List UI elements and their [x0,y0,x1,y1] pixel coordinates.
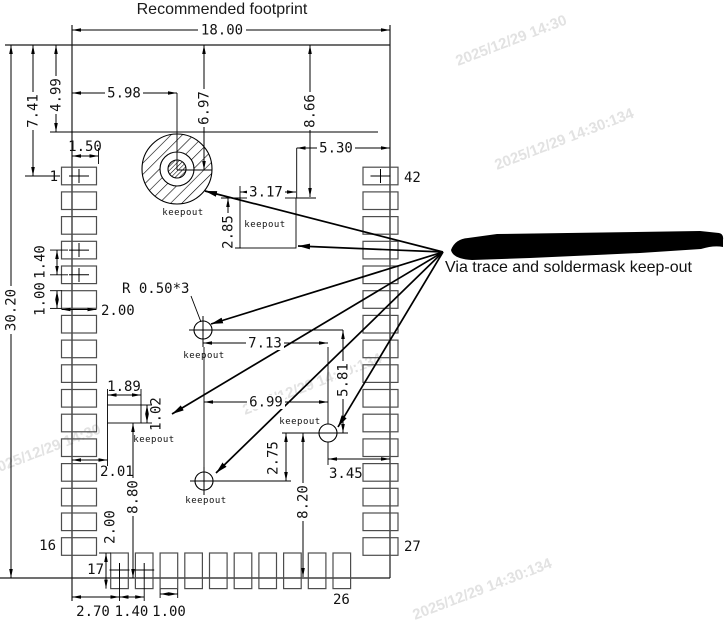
dim-866: 8.66 [303,94,319,128]
dim-140-bottom: 1.40 [115,604,149,620]
watermark-stamp: 2025/12/29 14:30 [0,421,103,479]
dim-overall-width: 18.00 [201,23,243,39]
dim-189: 1.89 [107,379,141,395]
dim-201: 2.01 [100,464,134,480]
radius-note: R 0.50*3 [122,281,189,297]
dim-713: 7.13 [248,336,282,352]
leader-arrows [171,190,444,474]
keepout-rect-1: keepout [239,197,297,249]
pads-bottom [110,552,352,590]
dim-100-bottom: 1.00 [152,604,186,620]
pad-number-16: 16 [39,538,56,554]
dim-100-left: 1.00 [33,282,49,316]
keepout-label: keepout [133,435,174,445]
dim-270: 2.70 [76,604,110,620]
keepout-label: keepout [279,417,320,427]
dim-499: 4.99 [49,78,65,112]
dim-530: 5.30 [319,141,353,157]
watermark-stamp: 2025/12/29 14:30 [453,12,569,70]
dim-581: 5.81 [336,363,352,397]
pad-number-26: 26 [333,592,350,608]
pad-numbers: 1 42 16 17 26 27 [39,169,421,608]
keepout-annotation: Via trace and soldermask keep-out [445,259,693,276]
dim-200-bottom: 2.00 [103,510,119,544]
keepout-label: keepout [162,208,203,218]
dim-345: 3.45 [329,466,363,482]
dim-285: 2.85 [221,215,237,249]
pad-number-17: 17 [87,562,104,578]
dim-317: 3.17 [249,185,283,201]
dim-102: 1.02 [149,397,165,431]
dim-820: 8.20 [296,485,312,519]
pad-number-1: 1 [50,169,58,185]
keepout-rect-2: keepout [107,404,174,445]
pad-number-42: 42 [404,170,421,186]
watermark-stamp: 2025/12/29 14:30:134 [410,555,555,624]
dimension-labels: 18.00 30.20 7.41 4.99 5.98 6.97 8.66 1.5… [4,22,363,620]
watermark-stamp: 2025/12/29 14:30:134 [492,105,637,174]
redaction-scribble [451,231,724,260]
dim-697: 6.97 [197,91,213,125]
dim-200-left: 2.00 [101,303,135,319]
keepout-label: keepout [185,496,226,506]
pad-number-27: 27 [404,539,421,555]
dim-598: 5.98 [107,86,141,102]
keepout-label: keepout [244,220,285,230]
drawing-title: Recommended footprint [137,1,308,18]
dim-140-left: 1.40 [33,245,49,279]
dim-699: 6.99 [249,395,283,411]
keepout-circle-d: keepout [185,467,226,506]
dim-880: 8.80 [126,480,142,514]
dim-275: 2.75 [266,441,282,475]
pads-left [60,166,98,556]
dim-741: 7.41 [26,94,42,128]
module-outline [0,25,391,601]
dim-150: 1.50 [68,139,102,155]
pad-center-marks [69,169,391,577]
dim-overall-height: 30.20 [4,289,20,331]
